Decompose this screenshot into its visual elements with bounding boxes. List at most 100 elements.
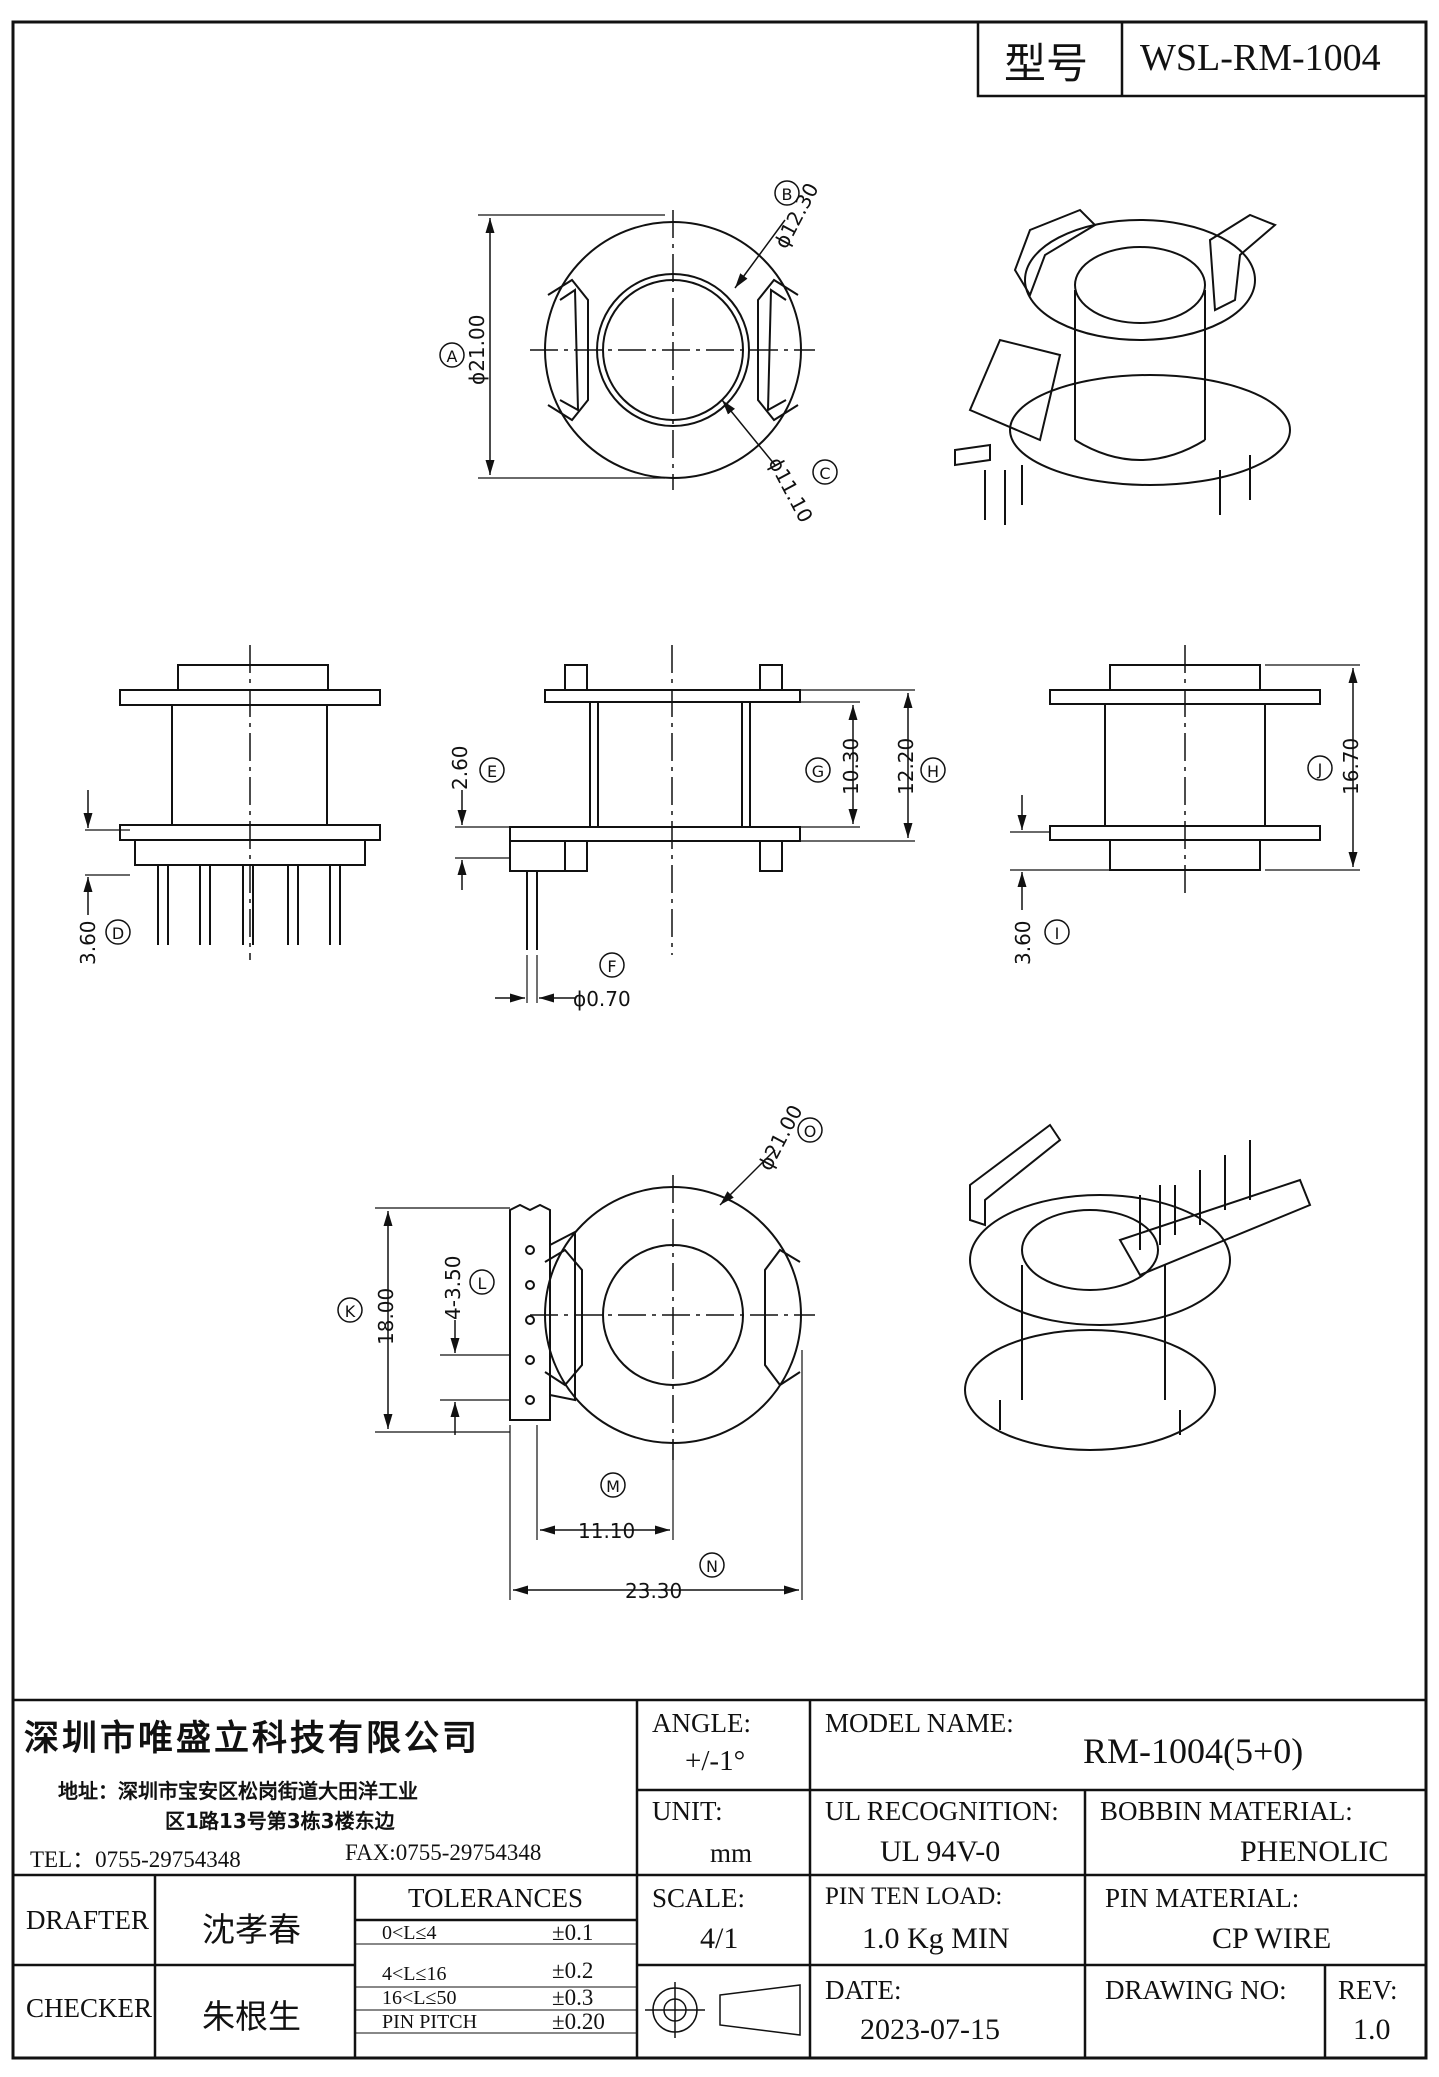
dim-o-text: ϕ21.00	[753, 1101, 807, 1174]
date-value: 2023-07-15	[860, 2013, 1000, 2046]
tolerances-title: TOLERANCES	[408, 1883, 584, 1913]
svg-text:E: E	[487, 762, 497, 781]
dim-a-text: ϕ21.00	[465, 315, 489, 385]
svg-text:A: A	[447, 347, 458, 366]
scale-label: SCALE:	[652, 1883, 746, 1913]
svg-text:N: N	[706, 1557, 718, 1576]
model-code: WSL-RM-1004	[1140, 37, 1381, 79]
dim-l-text: 4-3.50	[441, 1256, 465, 1320]
drawing-border	[11, 20, 1428, 2060]
dim-c-text: ϕ11.10	[764, 453, 818, 526]
tolerance-range-4: PIN PITCH	[382, 2011, 478, 2033]
callout-d: D	[105, 919, 131, 945]
callout-f: F	[599, 952, 625, 978]
side-view-middle	[455, 645, 915, 1003]
callout-g: G	[805, 757, 831, 783]
dim-j-text: 16.70	[1339, 738, 1363, 795]
callout-k: K	[337, 1297, 363, 1323]
callout-b: B	[774, 180, 800, 206]
svg-text:M: M	[606, 1477, 620, 1496]
svg-text:L: L	[478, 1274, 487, 1293]
isometric-view-bottom	[964, 1123, 1312, 1451]
unit-label: UNIT:	[652, 1796, 723, 1826]
svg-text:D: D	[112, 924, 124, 943]
checker-label: CHECKER	[26, 1993, 153, 2023]
callout-c: C	[812, 459, 838, 485]
date-label: DATE:	[825, 1975, 902, 2005]
svg-text:I: I	[1055, 924, 1060, 943]
rev-label: REV:	[1338, 1975, 1398, 2005]
tolerance-value-2: ±0.2	[552, 1958, 594, 1983]
angle-value: +/-1°	[685, 1745, 746, 1777]
svg-text:J: J	[1317, 760, 1323, 779]
svg-text:F: F	[607, 957, 616, 976]
drawing-no-label: DRAWING NO:	[1105, 1975, 1287, 2005]
bottom-view	[375, 1149, 815, 1600]
checker-name: 朱根生	[202, 1997, 301, 2036]
isometric-view-top	[954, 208, 1291, 525]
callout-i: I	[1044, 919, 1070, 945]
callout-h: H	[920, 757, 946, 783]
company-fax: FAX:0755-29754348	[345, 1840, 542, 1865]
company-name: 深圳市唯盛立科技有限公司	[24, 1719, 481, 1759]
title-block-grid	[13, 1698, 1426, 2058]
drafter-label: DRAFTER	[26, 1905, 150, 1935]
unit-value: mm	[710, 1838, 753, 1868]
dim-f-text: ϕ0.70	[573, 987, 631, 1011]
svg-text:G: G	[812, 762, 824, 781]
pin-load-value: 1.0 Kg MIN	[862, 1922, 1010, 1955]
scale-value: 4/1	[700, 1922, 739, 1955]
model-name-value: RM-1004(5+0)	[1083, 1731, 1304, 1771]
callout-o: O	[797, 1117, 823, 1143]
dim-n-text: 23.30	[625, 1579, 682, 1603]
angle-label: ANGLE:	[652, 1708, 751, 1738]
svg-text:O: O	[804, 1122, 817, 1141]
dim-b-text: ϕ12.30	[769, 179, 823, 252]
dimension-labels: ϕ21.00 ϕ12.30 ϕ11.10 3.60 2.60 ϕ0.70 10.…	[76, 179, 1363, 1603]
callout-m: M	[600, 1472, 626, 1498]
bobbin-material-value: PHENOLIC	[1240, 1835, 1389, 1868]
company-address-line1: 地址：深圳市宝安区松岗街道大田洋工业	[58, 1779, 418, 1803]
dim-m-text: 11.10	[578, 1519, 635, 1543]
dim-d-text: 3.60	[76, 920, 100, 965]
company-address-line2: 区1路13号第3栋3楼东边	[165, 1809, 395, 1833]
top-view	[478, 210, 815, 490]
tolerance-value-4: ±0.20	[552, 2009, 605, 2034]
dim-h-text: 12.20	[894, 738, 918, 795]
dim-g-text: 10.30	[839, 738, 863, 795]
drafter-name: 沈孝春	[202, 1910, 301, 1949]
callout-e: E	[479, 757, 505, 783]
pin-load-label: PIN TEN LOAD:	[825, 1883, 1003, 1910]
pin-material-label: PIN MATERIAL:	[1105, 1883, 1300, 1913]
callout-a: A	[439, 342, 465, 368]
ul-recognition-label: UL RECOGNITION:	[825, 1796, 1059, 1826]
company-tel: TEL：0755-29754348	[30, 1847, 241, 1872]
tolerance-value-3: ±0.3	[552, 1985, 594, 2010]
callout-markers: A B C D E F G H I J K L M N O	[105, 180, 1333, 1578]
dim-k-text: 18.00	[374, 1288, 398, 1345]
svg-text:C: C	[819, 464, 830, 483]
tolerance-range-1: 0<L≤4	[382, 1922, 437, 1944]
tolerance-range-3: 16<L≤50	[382, 1987, 457, 2009]
callout-l: L	[469, 1269, 495, 1295]
dim-i-text: 3.60	[1011, 920, 1035, 965]
dim-e-text: 2.60	[448, 745, 472, 790]
callout-j: J	[1307, 755, 1333, 781]
svg-text:K: K	[345, 1302, 356, 1321]
model-header-box	[976, 20, 1428, 98]
projection-symbol-icon	[645, 1982, 801, 2038]
svg-text:H: H	[927, 762, 939, 781]
bobbin-material-label: BOBBIN MATERIAL:	[1100, 1796, 1353, 1826]
side-view-right	[1010, 645, 1360, 910]
tolerance-range-2: 4<L≤16	[382, 1963, 447, 1985]
side-view-left	[83, 645, 381, 960]
model-name-label: MODEL NAME:	[825, 1708, 1014, 1738]
svg-text:B: B	[782, 185, 793, 204]
type-label: 型号	[1004, 39, 1089, 88]
ul-recognition-value: UL 94V-0	[880, 1835, 1001, 1868]
rev-value: 1.0	[1353, 2013, 1391, 2046]
callout-n: N	[699, 1552, 725, 1578]
pin-material-value: CP WIRE	[1212, 1922, 1332, 1955]
tolerance-value-1: ±0.1	[552, 1920, 594, 1945]
